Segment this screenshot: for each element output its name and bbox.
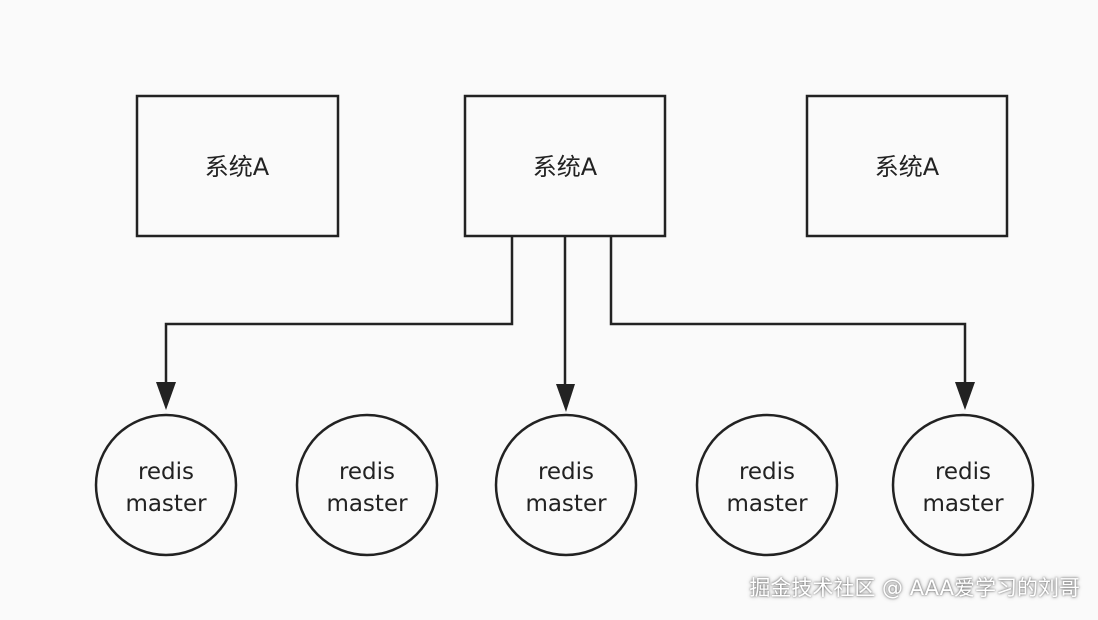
system-label-1: 系统A: [205, 153, 270, 181]
node-label-line2: master: [525, 491, 607, 517]
system-label-3: 系统A: [875, 153, 940, 181]
system-box-3: 系统A: [805, 94, 1009, 238]
connectors: [156, 237, 975, 412]
node-label-line2: master: [326, 491, 408, 517]
connector-system-to-node-5: [609, 237, 967, 384]
watermark-text: 掘金技术社区 @ AAA爱学习的刘哥: [749, 576, 1080, 600]
redis-node-4: redis master: [695, 413, 839, 557]
connector-system-to-node-1: [164, 237, 514, 384]
arrowhead-node-5: [955, 382, 975, 410]
node-label-line2: master: [922, 491, 1004, 517]
redis-node-1: redis master: [94, 413, 238, 557]
system-label-2: 系统A: [533, 153, 598, 181]
node-label-line1: redis: [339, 459, 395, 485]
system-box-1: 系统A: [135, 94, 340, 238]
arrowhead-node-1: [156, 382, 176, 410]
system-box-2: 系统A: [463, 94, 667, 238]
node-label-line1: redis: [935, 459, 991, 485]
node-label-line1: redis: [739, 459, 795, 485]
redis-node-2: redis master: [295, 413, 439, 557]
redis-node-3: redis master: [494, 413, 638, 557]
node-label-line1: redis: [538, 459, 594, 485]
node-label-line1: redis: [138, 459, 194, 485]
node-label-line2: master: [726, 491, 808, 517]
node-label-line2: master: [125, 491, 207, 517]
redis-node-5: redis master: [891, 413, 1035, 557]
arrowhead-node-3: [556, 384, 575, 412]
